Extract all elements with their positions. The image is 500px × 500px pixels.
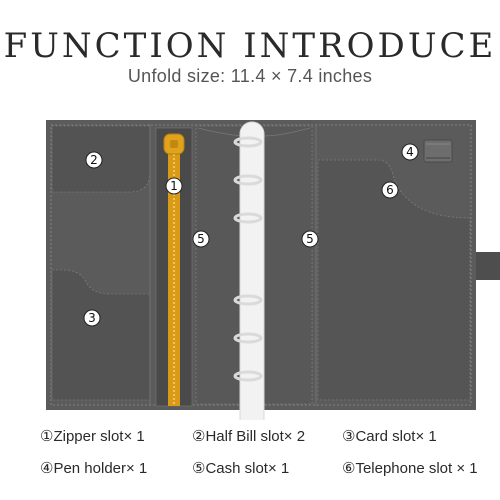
marker-3: 3: [83, 309, 101, 327]
marker-4: 4: [401, 143, 419, 161]
svg-text:4: 4: [406, 145, 414, 159]
legend-cash-slot: ⑤Cash slot× 1: [192, 460, 290, 477]
svg-text:6: 6: [386, 183, 394, 197]
page-title: FUNCTION INTRODUCE: [3, 26, 497, 66]
marker-6: 6: [381, 181, 399, 199]
svg-text:5: 5: [197, 232, 205, 246]
card-pocket: [51, 269, 151, 401]
pen-holder: [423, 139, 453, 163]
legend-half-bill-slot: ②Half Bill slot× 2: [192, 428, 306, 445]
legend-telephone-slot: ⑥Telephone slot × 1: [342, 460, 478, 477]
marker-1: 1: [165, 177, 183, 195]
marker-5-right: 5: [301, 230, 319, 248]
closure-strap: [474, 252, 500, 280]
binder-rings: [233, 136, 263, 382]
function-legend: ①Zipper slot× 1 ②Half Bill slot× 2 ③Card…: [40, 427, 480, 477]
zipper-pull: [163, 133, 185, 155]
ring-binder-spine: [239, 121, 265, 420]
telephone-pocket: [317, 159, 471, 401]
marker-5-left: 5: [192, 230, 210, 248]
binder-illustration: 1 2 3 4 5 5 6: [46, 120, 500, 420]
unfold-size-text: Unfold size: 11.4 × 7.4 inches: [127, 66, 373, 86]
svg-text:1: 1: [170, 179, 178, 193]
legend-zipper-slot: ①Zipper slot× 1: [40, 428, 145, 445]
legend-card-slot: ③Card slot× 1: [342, 428, 437, 445]
svg-text:2: 2: [90, 153, 98, 167]
marker-2: 2: [85, 151, 103, 169]
svg-text:3: 3: [88, 311, 96, 325]
svg-text:5: 5: [306, 232, 314, 246]
legend-pen-holder: ④Pen holder× 1: [40, 460, 148, 477]
